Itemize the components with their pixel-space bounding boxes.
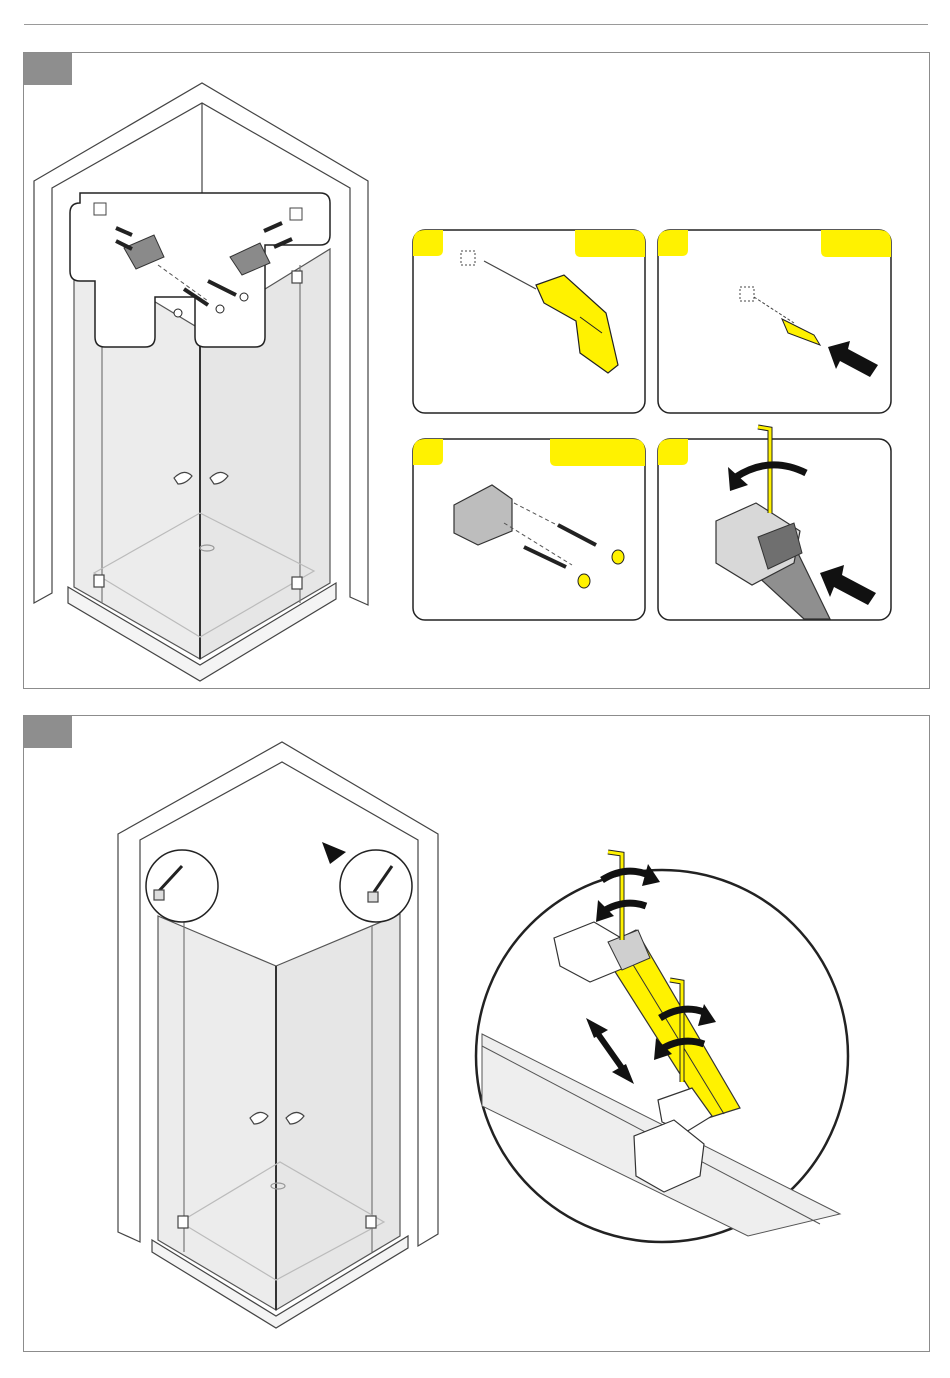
pointer-triangle-icon: [322, 842, 346, 864]
stabilizer-bar-detail-circle: [476, 852, 848, 1242]
subpanel-bracket-screws: [413, 439, 645, 620]
subpanel-insert-dowel: [658, 230, 891, 413]
subpanel-tighten-hex-key: [658, 427, 891, 620]
subpanel-drill-wall: [413, 230, 645, 413]
shower-enclosure-step1: [34, 83, 368, 681]
step-1-illustration: [24, 53, 929, 688]
shower-enclosure-step2: [118, 742, 438, 1328]
step-2-panel: [23, 715, 930, 1352]
step-1-panel: [23, 52, 930, 689]
step-2-illustration: [24, 716, 929, 1351]
top-rule: [24, 24, 928, 25]
